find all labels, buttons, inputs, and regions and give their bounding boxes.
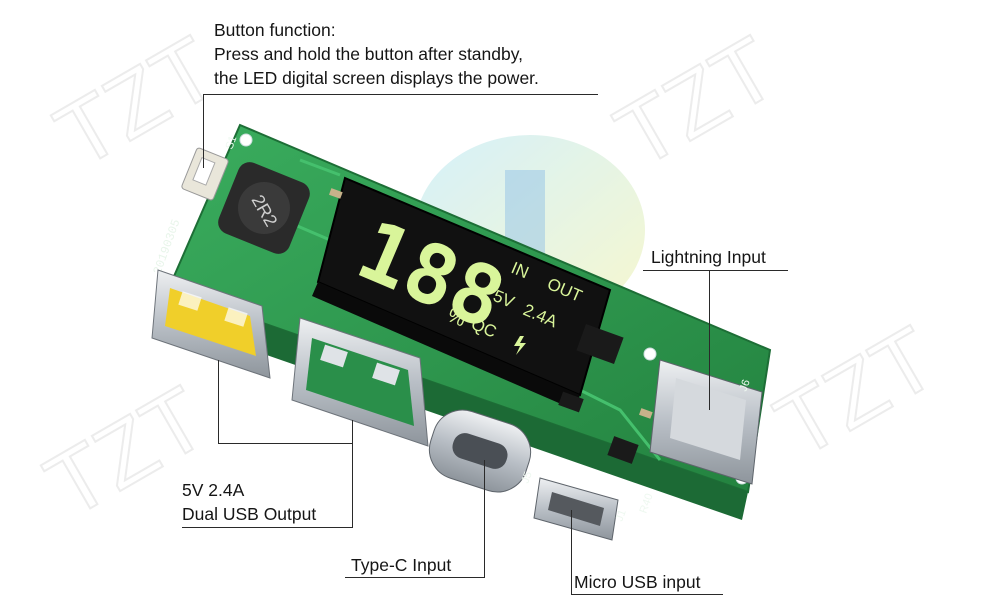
leader-line — [352, 420, 353, 528]
silk-s1: S1 — [224, 134, 240, 151]
leader-line — [203, 94, 204, 168]
micro-usb-input-label: Micro USB input — [574, 572, 701, 592]
usb-output-spec: 5V 2.4A — [182, 480, 245, 500]
lightning-bolt-icon — [514, 336, 526, 355]
silk-j5: J5 — [520, 470, 535, 485]
leader-line — [182, 527, 353, 528]
leader-line — [203, 94, 598, 95]
type-c-port — [428, 409, 532, 493]
silk-r40: R40 — [638, 492, 656, 515]
usb-a-port-1 — [151, 269, 271, 379]
lightning-port — [649, 359, 763, 485]
led-display: 188 % IN OUT 5V 2.4A QC — [312, 176, 612, 410]
silk-j1: J1 — [614, 508, 629, 523]
leader-line — [709, 270, 710, 410]
type-c-input-label: Type-C Input — [351, 555, 452, 575]
inductor: 2R2 — [218, 162, 310, 254]
display-in: IN — [508, 258, 531, 282]
watermark-text: TZT — [600, 18, 793, 187]
leader-line — [571, 510, 572, 595]
watermark-text: TZT — [760, 308, 953, 477]
button-function-line1: Press and hold the button after standby, — [214, 44, 524, 64]
silk-j6: J6 — [738, 378, 753, 393]
leader-line — [345, 577, 485, 578]
leader-line — [571, 594, 723, 595]
dual-usb-output-callout: 5V 2.4A Dual USB Output — [182, 478, 316, 526]
button-function-callout: Button function: Press and hold the butt… — [214, 18, 539, 90]
leader-line — [643, 270, 788, 271]
button-function-line2: the LED digital screen displays the powe… — [214, 68, 539, 88]
push-button — [181, 147, 229, 201]
usb-output-label: Dual USB Output — [182, 504, 317, 524]
usb-a-port-2 — [291, 317, 429, 447]
leader-line — [218, 360, 219, 444]
smd-components — [328, 188, 653, 464]
leader-line — [218, 443, 353, 444]
lightning-input-label: Lightning Input — [651, 247, 766, 267]
micro-usb-port — [533, 477, 619, 541]
button-function-title: Button function: — [214, 20, 336, 40]
leader-line — [484, 460, 485, 578]
